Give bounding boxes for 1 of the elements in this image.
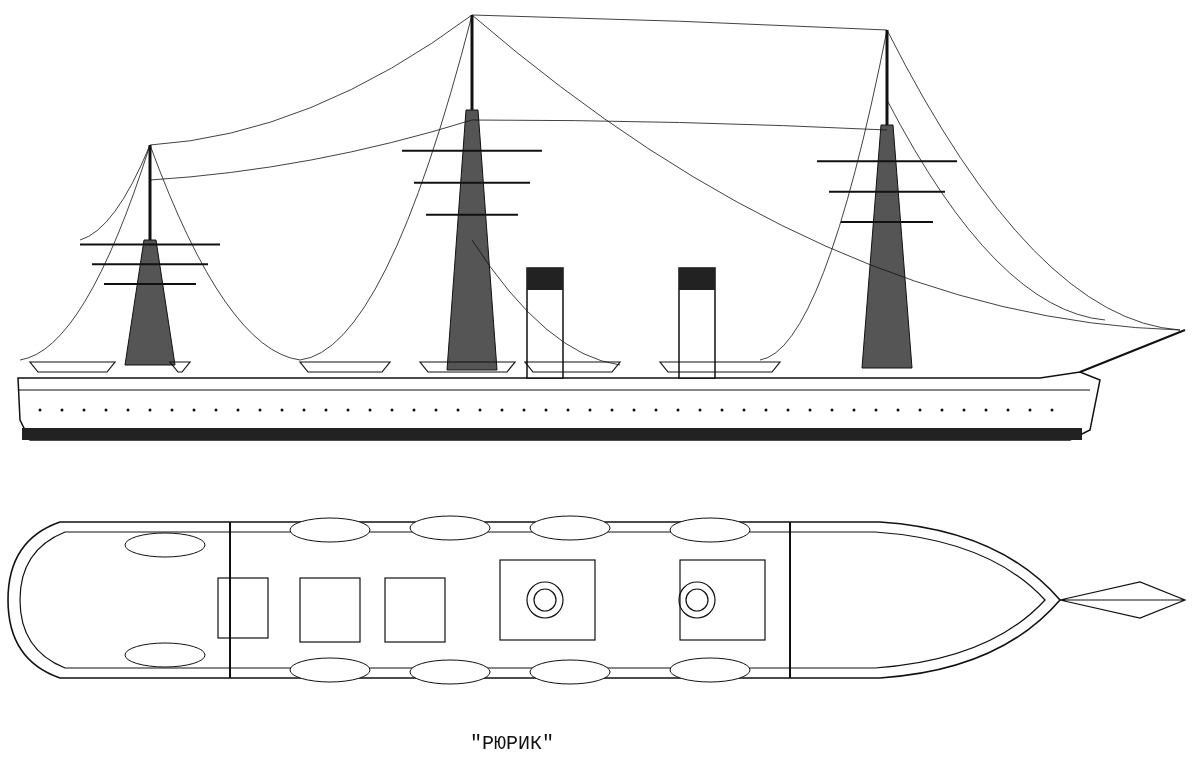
ship-name-caption: "РЮРИК" bbox=[470, 732, 554, 755]
